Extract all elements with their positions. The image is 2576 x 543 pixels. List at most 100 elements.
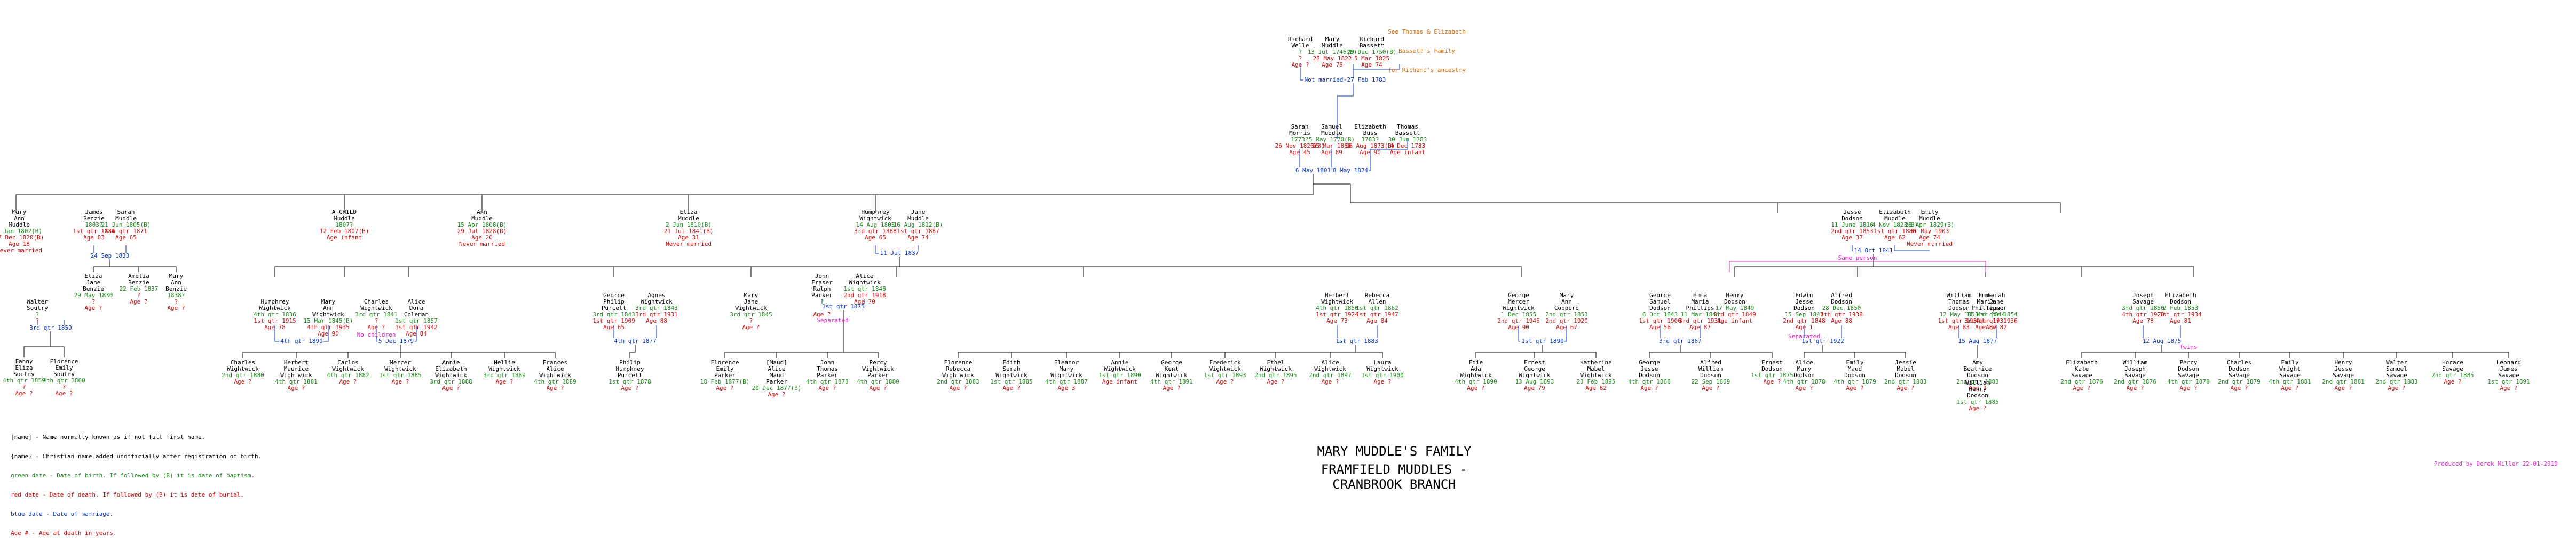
person-name: Eliza Muddle (678, 209, 699, 222)
death-date: 1st qtr 1871 (105, 228, 147, 235)
age-at-death: Age 78 (264, 324, 286, 331)
age-at-death: Age ? (546, 385, 564, 392)
birth-date: 1773? (1291, 136, 1309, 143)
age-at-death: Age ? (869, 385, 887, 392)
birth-date: 4th qtr 1879 (1834, 378, 1876, 385)
age-at-death: Age ? (1969, 385, 1987, 392)
note-line: for Richard's ancestry (1388, 67, 1466, 74)
death-date: 4th qtr 1938 (1820, 311, 1863, 318)
age-at-death: Age ? (287, 385, 305, 392)
birth-date: 4th qtr 1860 (43, 377, 85, 384)
person-name: Mary Ann Copperd (1554, 292, 1579, 312)
death-date: 5 Mar 1825 (1354, 55, 1390, 62)
birth-date: 2nd qtr 1897 (1309, 372, 1352, 379)
death-date: ? (62, 384, 66, 390)
age-at-death: Age ? (367, 324, 385, 331)
age-at-death: Age ? (442, 385, 460, 392)
separated-label: Separated (817, 317, 849, 324)
marriage-date: 4th qtr 1877 (613, 338, 658, 345)
age-at-death: Age ? (1467, 385, 1485, 392)
person-name: John Fraser Ralph Parker (811, 273, 833, 299)
person-name: Nellie (494, 359, 515, 366)
marriage-date: 14 Oct 1841 (1853, 247, 1894, 254)
death-date: ? (91, 298, 96, 305)
person-name: Wightwick (1580, 372, 1612, 379)
birth-date: ? (820, 298, 824, 305)
person-name: Emma Maria Phillips (1971, 292, 2000, 312)
death-date: 1st qtr 1886 (73, 228, 115, 235)
person-name: Annie (1111, 359, 1129, 366)
person-name: Wightwick (942, 372, 974, 379)
person-name: Dodson (2229, 365, 2250, 372)
birth-date: 3rd qtr 1850 (2122, 305, 2164, 312)
age-at-death: Age 37 (1842, 234, 1863, 241)
birth-date: 4th qtr 1878 (2167, 378, 2210, 385)
birth-date: 18 Feb 1877(B) (700, 378, 750, 385)
person-name: Carlos (337, 359, 359, 366)
birth-date: 2nd qtr 1879 (2218, 378, 2261, 385)
person-name: George Samuel Dodson (1649, 292, 1671, 312)
birth-date: 30 Jun 1783 (1388, 136, 1427, 143)
birth-date: 4th qtr 1882 (327, 372, 369, 379)
legend-item: blue date - Date of marriage. (11, 510, 114, 517)
birth-date: 29 May 1830 (74, 292, 113, 299)
birth-date: 4th qtr 1891 (1150, 378, 1193, 385)
death-date: 31 May 1903 (1910, 228, 1949, 235)
person-name: Eliza Jane Benzie (83, 273, 104, 292)
person-name: Beatrice (1963, 365, 1992, 372)
person-name: Mary (1059, 365, 1074, 372)
death-date: ? (137, 292, 141, 299)
person-name: Leonard (2496, 359, 2522, 366)
age-at-death: Age 18 (9, 241, 30, 247)
age-at-death: Age ? (1702, 385, 1720, 392)
person-name: Henry (1969, 386, 1987, 393)
age-at-death: Age ? (234, 378, 252, 385)
birth-date: 2nd qtr 1883 (1884, 378, 1927, 385)
birth-date: 2nd qtr 1880 (222, 372, 264, 379)
person-name: Mary Jane Wightwick (735, 292, 767, 312)
person-name: Parker (766, 378, 787, 385)
death-date: 3rd qtr 1849 (1713, 311, 1756, 318)
death-date: 25 Mar 1860 (1312, 142, 1352, 149)
age-at-death: Age ? (2230, 385, 2248, 392)
birth-date: 1st qtr 1885 (990, 378, 1033, 385)
age-at-death: Age ? (167, 305, 185, 312)
birth-date: 4th qtr 1859 (3, 377, 45, 384)
legend-item: green date - Date of birth. If followed … (11, 472, 255, 479)
age-at-death: Age infant (1102, 378, 1138, 385)
person-name: A CHILD Muddle (331, 209, 357, 222)
person-name: Jesse Dodson (1842, 209, 1863, 222)
age-at-death: Age ? (2444, 378, 2462, 385)
birth-date: 1st qtr 1875 (1751, 372, 1793, 379)
age-at-death: Age 89 (1321, 149, 1342, 156)
birth-date: 2nd qtr 1883 (937, 378, 979, 385)
note-text: Never married (0, 247, 43, 254)
person-name: Jessie (1895, 359, 1916, 366)
person-name: Walter (2386, 359, 2407, 366)
person-name: Alice (768, 365, 786, 372)
person-name: Maud (1847, 365, 1862, 372)
birth-date: 1803? (85, 221, 103, 228)
person-name: Edie (1468, 359, 1483, 366)
person-name: Thomas (817, 365, 838, 372)
person-name: [Maud] (766, 359, 787, 366)
person-name: Maud (769, 372, 784, 379)
birth-date: 2nd qtr 1876 (2060, 378, 2103, 385)
person-name: Katherine (1580, 359, 1612, 366)
marriage-date: 4th qtr 1890 (279, 338, 324, 345)
person-name: Wightwick (995, 372, 1028, 379)
person-name: Dodson (1639, 372, 1660, 379)
